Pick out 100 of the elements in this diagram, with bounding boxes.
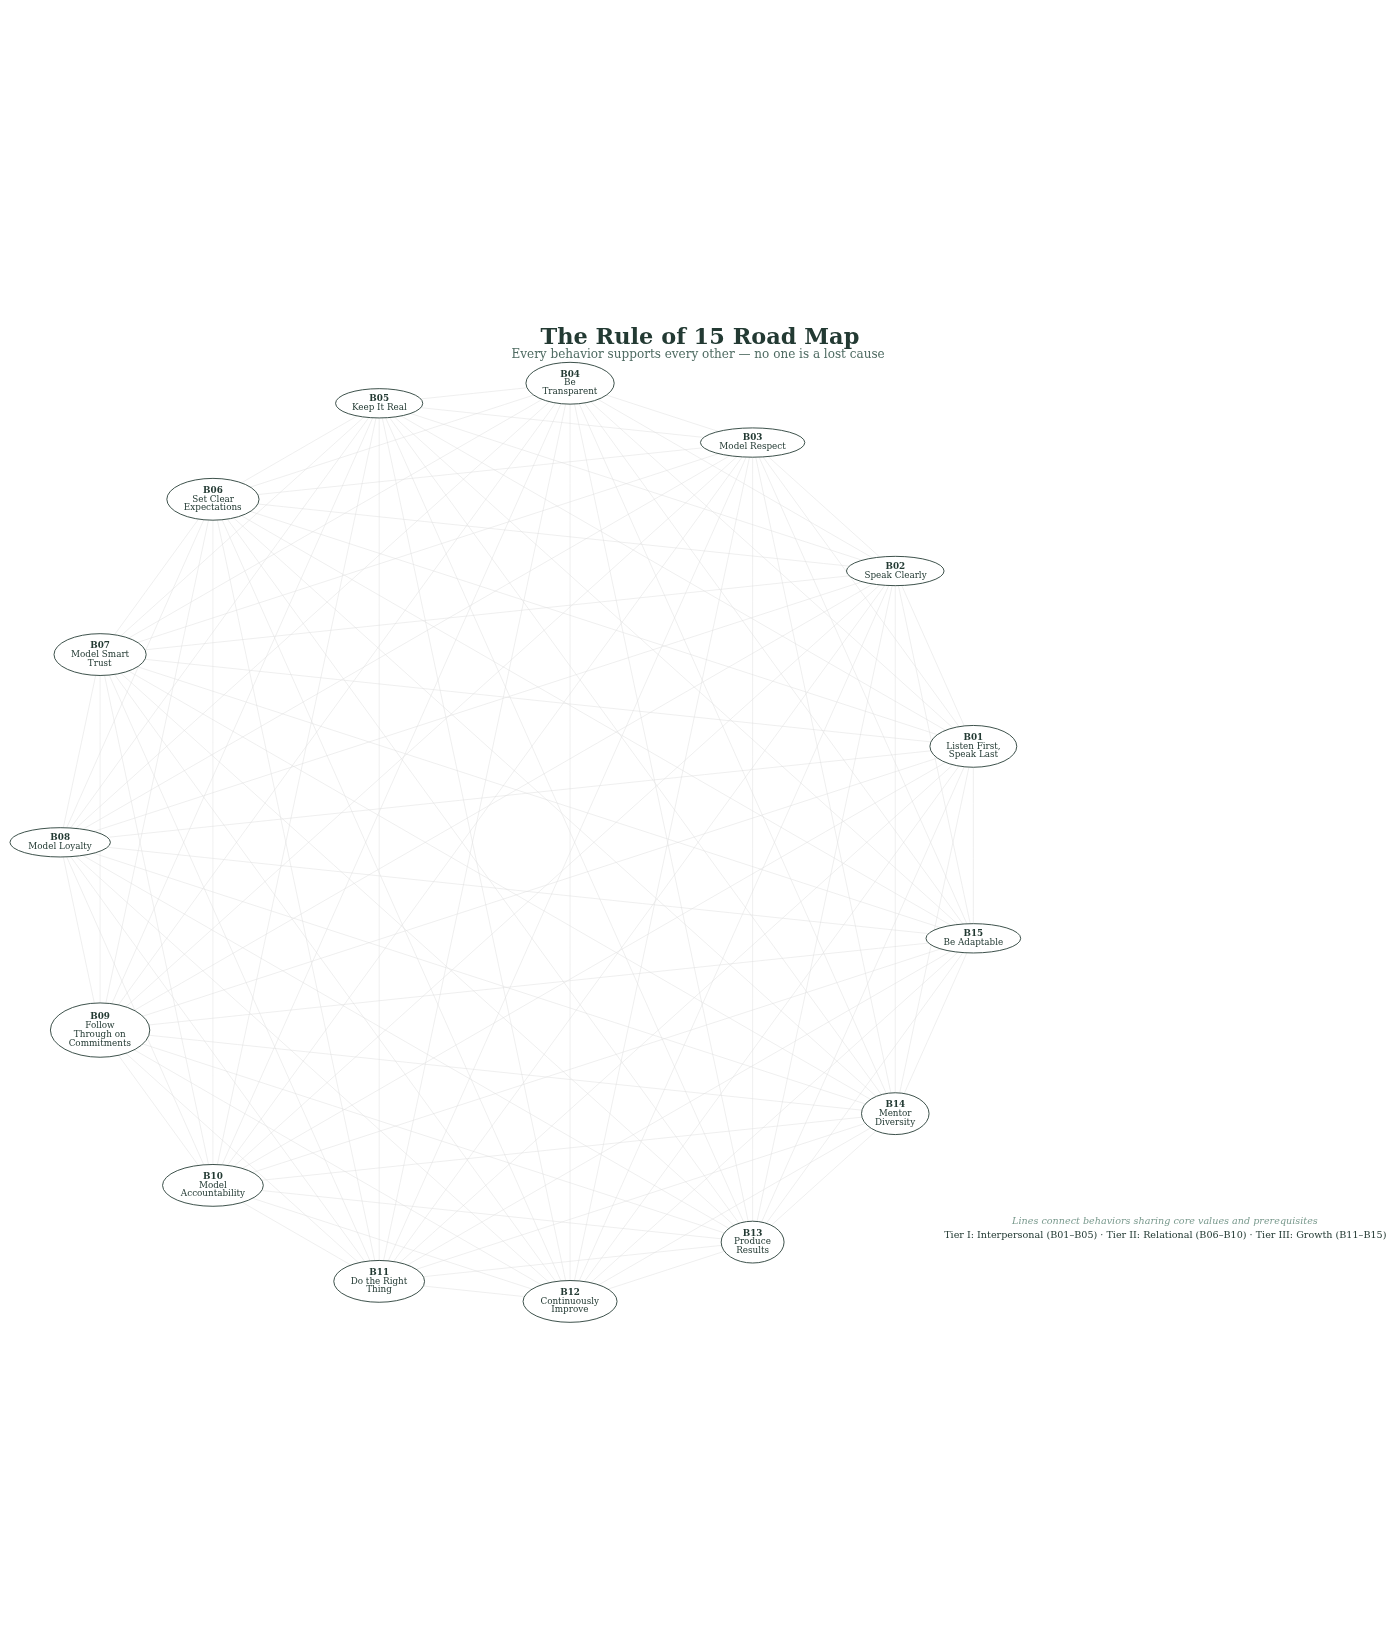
connector <box>579 585 889 1281</box>
connector <box>758 457 968 924</box>
connector <box>606 394 719 432</box>
connector <box>241 415 358 483</box>
connector <box>221 519 562 1281</box>
connector <box>109 675 371 1261</box>
connector <box>241 515 951 926</box>
node-ellipse: B06 Set Clear Expectations <box>166 477 260 521</box>
connector <box>597 399 873 559</box>
connector <box>144 659 932 743</box>
connector <box>410 413 863 561</box>
node-ellipse: B10 Model Accountability <box>162 1164 264 1207</box>
connector <box>233 517 877 1097</box>
node-ellipse: B04 Be Transparent <box>525 361 615 405</box>
connector <box>142 757 938 1017</box>
connector <box>227 456 743 1166</box>
connector <box>75 401 550 829</box>
connector <box>134 1049 542 1285</box>
node-ellipse: B14 Mentor Diversity <box>861 1092 930 1135</box>
connector <box>120 416 364 637</box>
connector <box>70 417 369 829</box>
connector <box>252 948 941 1173</box>
connector <box>584 766 960 1282</box>
connector <box>762 456 960 727</box>
connector <box>261 1116 863 1181</box>
connector <box>104 675 209 1165</box>
connector <box>761 766 965 1223</box>
node-ellipse: B13 Produce Results <box>720 1220 785 1264</box>
node-ellipse: B11 Do the Right Thing <box>333 1260 425 1303</box>
connector <box>598 1127 871 1285</box>
connector <box>389 417 882 1095</box>
connector <box>420 387 528 400</box>
connector <box>66 519 204 828</box>
connector <box>82 855 729 1229</box>
connector <box>242 1202 351 1266</box>
connector <box>144 575 850 651</box>
node-ellipse: B15 Be Adaptable <box>925 923 1022 954</box>
connector <box>898 585 971 924</box>
connector <box>242 762 946 1169</box>
connector <box>607 1251 725 1290</box>
node-ellipse: B05 Keep It Real <box>335 388 424 419</box>
connector <box>768 456 880 558</box>
connector <box>66 856 204 1165</box>
node-ellipse: B07 Model Smart Trust <box>53 633 147 676</box>
connector <box>148 1035 863 1111</box>
connector <box>134 583 873 1011</box>
connector <box>579 403 887 1094</box>
connector <box>423 1285 525 1297</box>
connector <box>128 670 871 1100</box>
connector <box>217 417 377 1165</box>
connector <box>756 585 893 1222</box>
connector <box>233 584 880 1167</box>
connector <box>257 447 704 495</box>
node-ellipse: B09 Follow Through on Commitments <box>49 1002 151 1058</box>
connector <box>420 407 704 438</box>
connector <box>137 453 719 643</box>
connector <box>63 856 95 1004</box>
connector <box>250 394 534 488</box>
connector <box>261 1190 722 1240</box>
connector <box>107 847 929 934</box>
node-ellipse: B12 Continuously Improve <box>522 1280 618 1323</box>
connector <box>901 585 965 726</box>
connector <box>111 417 373 1004</box>
connector <box>75 856 550 1283</box>
connector <box>899 767 970 1093</box>
connector <box>423 1245 722 1277</box>
node-ellipse: B03 Model Respect <box>700 427 806 458</box>
connector <box>217 519 375 1261</box>
connector <box>107 750 932 838</box>
connector <box>93 853 866 1105</box>
connector <box>105 520 209 1004</box>
connector <box>82 455 730 830</box>
connector <box>118 1055 199 1166</box>
diagram-title: The Rule of 15 Road Map <box>540 322 860 349</box>
connector <box>125 456 738 1007</box>
connector <box>394 416 958 925</box>
connector <box>118 402 556 1005</box>
connector <box>93 581 863 832</box>
connector <box>766 952 964 1224</box>
connector <box>771 1130 877 1226</box>
connector <box>755 457 892 1094</box>
connector <box>590 401 954 729</box>
connector <box>227 519 740 1224</box>
connector <box>416 1123 866 1270</box>
connector <box>252 1198 533 1290</box>
connector <box>584 402 964 925</box>
connector <box>120 673 735 1226</box>
connector <box>142 1043 725 1234</box>
node-ellipse: B02 Speak Clearly <box>846 555 945 587</box>
node-ellipse: B08 Model Loyalty <box>9 827 111 858</box>
connector <box>250 511 938 735</box>
connector <box>904 952 968 1094</box>
connector <box>148 942 929 1026</box>
connector <box>63 675 96 828</box>
connector <box>128 399 543 639</box>
connector <box>114 674 556 1282</box>
connector <box>137 666 941 928</box>
connector <box>125 1053 359 1263</box>
node-ellipse: B01 Listen First, Speak Last <box>929 725 1018 768</box>
connector <box>257 503 850 567</box>
